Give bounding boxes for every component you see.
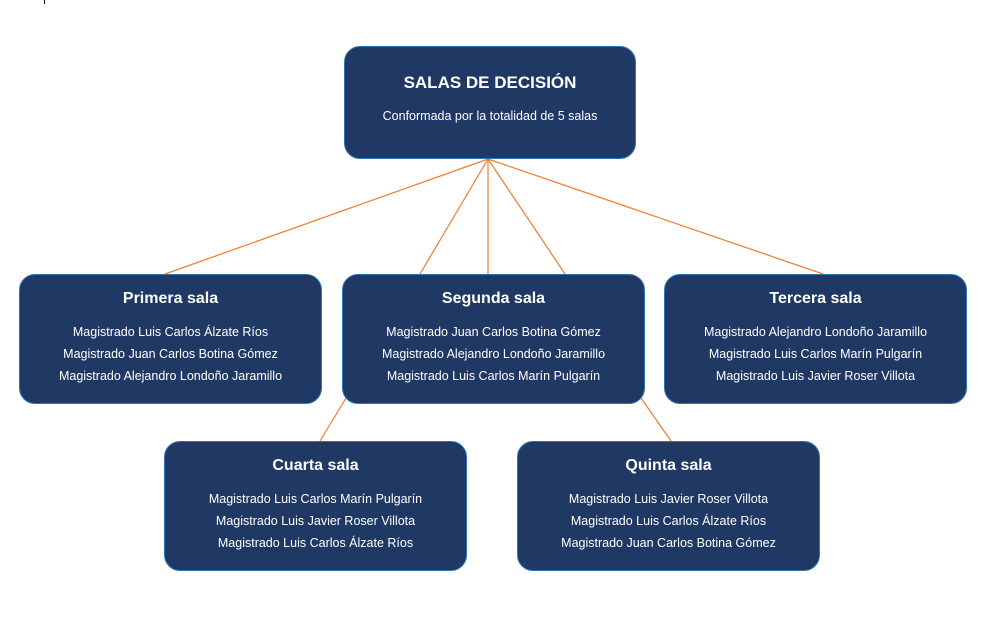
connector-cuarta-lower [319, 397, 347, 442]
sala-member: Magistrado Luis Carlos Álzate Ríos [217, 536, 414, 550]
sala-member: Magistrado Luis Carlos Marín Pulgarín [386, 369, 601, 383]
connector-quinta-lower [640, 397, 672, 442]
text-cursor [44, 0, 45, 4]
connector-root-quinta [487, 158, 566, 275]
sala-node-segunda: Segunda sala Magistrado Juan Carlos Boti… [342, 274, 645, 404]
sala-node-primera: Primera sala Magistrado Luis Carlos Álza… [19, 274, 322, 404]
sala-member: Magistrado Luis Carlos Marín Pulgarín [208, 492, 423, 506]
sala-member: Magistrado Juan Carlos Botina Gómez [386, 325, 601, 339]
root-title: SALAS DE DECISIÓN [403, 73, 577, 92]
sala-member: Magistrado Luis Javier Roser Villota [715, 369, 916, 383]
sala-member: Magistrado Juan Carlos Botina Gómez [63, 347, 278, 361]
sala-title: Cuarta sala [272, 457, 359, 474]
root-node-salas-de-decision: SALAS DE DECISIÓN Conformada por la tota… [344, 46, 636, 159]
connector-root-primera [164, 158, 489, 275]
sala-member: Magistrado Alejandro Londoño Jaramillo [381, 347, 606, 361]
sala-member: Magistrado Luis Carlos Álzate Ríos [570, 514, 767, 528]
root-subtitle: Conformada por la totalidad de 5 salas [382, 109, 598, 123]
sala-node-tercera: Tercera sala Magistrado Alejandro Londoñ… [664, 274, 967, 404]
sala-member: Magistrado Luis Javier Roser Villota [215, 514, 416, 528]
sala-title: Tercera sala [769, 290, 862, 307]
sala-member: Magistrado Juan Carlos Botina Gómez [561, 536, 776, 550]
sala-title: Quinta sala [625, 457, 712, 474]
sala-member: Magistrado Alejandro Londoño Jaramillo [703, 325, 928, 339]
sala-title: Primera sala [122, 290, 219, 307]
connector-root-cuarta [419, 158, 489, 275]
sala-node-cuarta: Cuarta sala Magistrado Luis Carlos Marín… [164, 441, 467, 571]
sala-node-quinta: Quinta sala Magistrado Luis Javier Roser… [517, 441, 820, 571]
sala-member: Magistrado Luis Carlos Álzate Ríos [72, 325, 269, 339]
sala-member: Magistrado Luis Javier Roser Villota [568, 492, 769, 506]
connector-root-tercera [487, 158, 824, 275]
sala-member: Magistrado Alejandro Londoño Jaramillo [58, 369, 283, 383]
sala-title: Segunda sala [441, 290, 546, 307]
sala-member: Magistrado Luis Carlos Marín Pulgarín [708, 347, 923, 361]
